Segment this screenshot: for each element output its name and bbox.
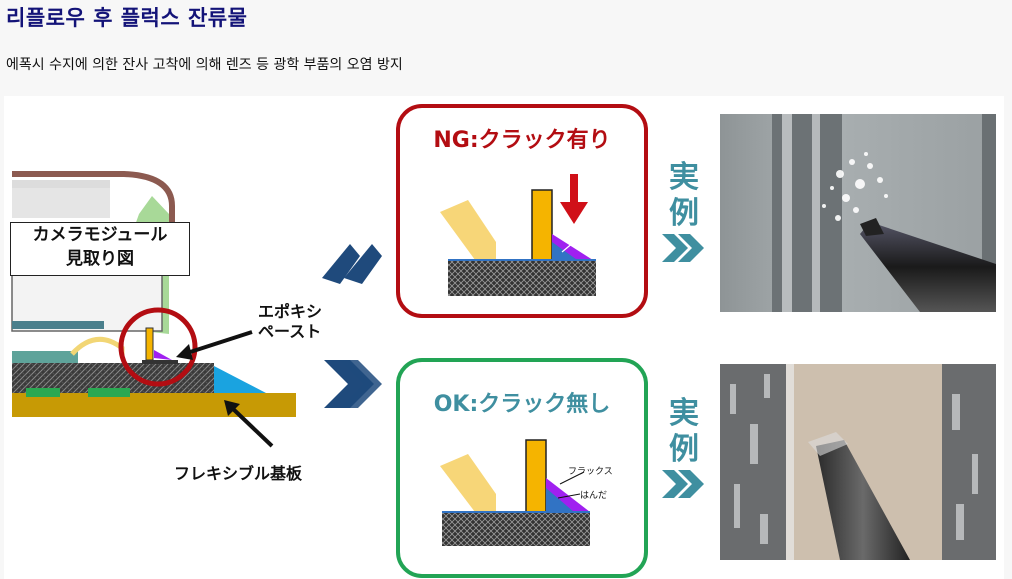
flux-label: フラックス (568, 467, 613, 477)
ng-substrate (448, 260, 596, 296)
illustration-panel: カメラモジュール 見取り図 エポキシ ペースト フレキシブル基板 NG:クラック… (4, 96, 1004, 579)
pad-2 (88, 388, 130, 397)
ok-photo (720, 364, 996, 560)
ok-lead (440, 454, 496, 516)
sensor-chip (12, 351, 78, 363)
example-label-top: 実 例 (669, 160, 699, 231)
sensor-bar (12, 321, 104, 329)
small-flux (154, 350, 172, 360)
ok-solder (546, 488, 574, 512)
chevron-right-icon (322, 244, 382, 284)
small-component (145, 327, 154, 361)
highlight-circle (118, 307, 198, 387)
ng-lead (440, 200, 496, 264)
ok-title: OK:クラック無し (433, 392, 611, 417)
chevron-double-right-icon (662, 234, 704, 262)
pad-1 (26, 388, 60, 397)
substrate-arrow (228, 404, 274, 448)
epoxy-arrow (183, 330, 253, 356)
ng-down-arrow (570, 174, 578, 206)
wire (70, 336, 125, 356)
module-label: カメラモジュール 見取り図 (10, 222, 190, 276)
cyan-part (214, 366, 266, 393)
ng-diagram (440, 174, 596, 296)
ok-substrate (442, 512, 590, 546)
lens-body (12, 188, 110, 218)
housing-outline (12, 171, 175, 274)
ok-component (525, 439, 547, 513)
ng-title: NG:クラック有り (433, 128, 611, 153)
example-label-bottom: 実 例 (669, 396, 699, 467)
chevron-right-icon-2 (324, 360, 382, 408)
ng-photo (720, 114, 996, 312)
ok-diagram (440, 439, 590, 546)
lens-top (12, 180, 110, 188)
chevron-double-right-icon-2 (662, 470, 704, 498)
solder-label: はんだ (580, 491, 608, 501)
ng-solder (552, 242, 580, 262)
substrate-label: フレキシブル基板 (174, 464, 303, 483)
page-title: 리플로우 후 플럭스 잔류물 (6, 6, 248, 30)
page-subtitle: 에폭시 수지에 의한 잔사 고착에 의해 렌즈 등 광학 부품의 오염 방지 (6, 57, 403, 73)
ng-component (531, 189, 553, 261)
epoxy-label: エポキシ ペースト (258, 302, 323, 341)
